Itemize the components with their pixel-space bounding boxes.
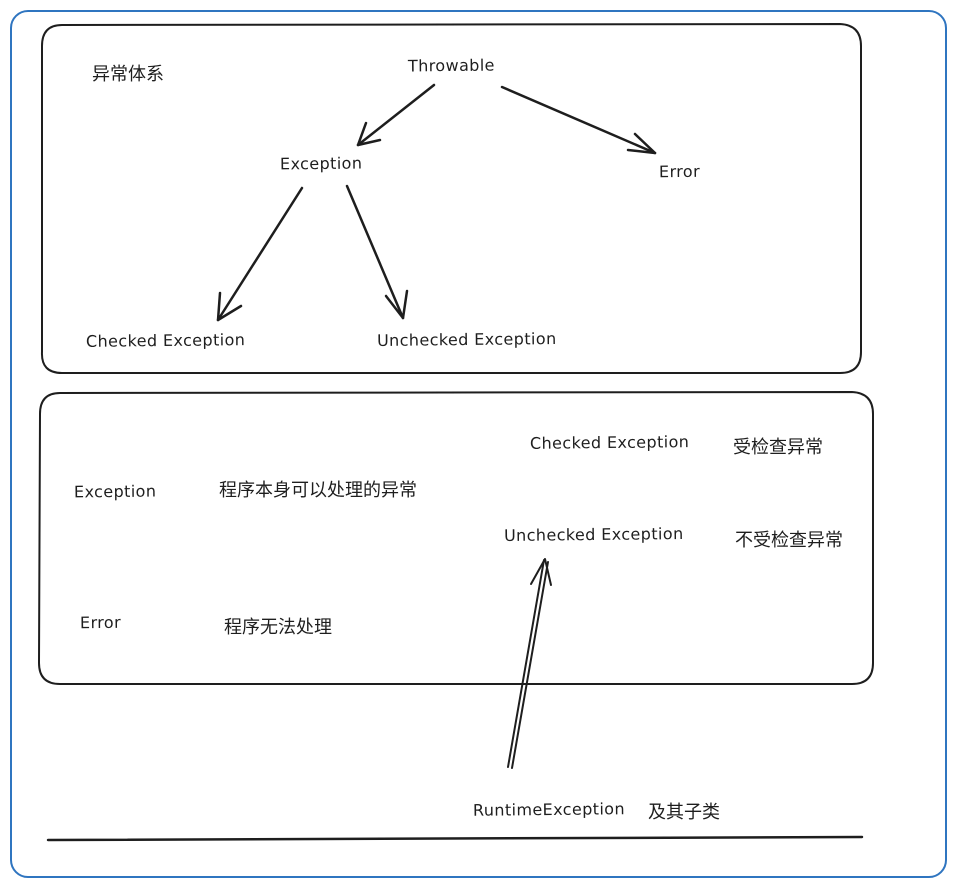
- canvas-frame: [10, 10, 947, 878]
- node-throwable[interactable]: Throwable: [407, 55, 495, 76]
- node-error[interactable]: Error: [658, 161, 701, 182]
- arrow-exception-to-checked: [216, 186, 304, 322]
- hierarchy-title: 异常体系: [92, 64, 164, 85]
- legend-unchecked-term[interactable]: Unchecked Exception: [503, 524, 684, 545]
- arrow-throwable-to-error: [500, 85, 657, 155]
- runtime-exception-term[interactable]: RuntimeException: [472, 799, 626, 820]
- arrow-runtime-to-unchecked: [507, 558, 552, 769]
- legend-error-desc: 程序无法处理: [224, 617, 332, 638]
- legend-exception-term[interactable]: Exception: [73, 481, 157, 502]
- bottom-line: [46, 835, 864, 842]
- legend-checked-term[interactable]: Checked Exception: [529, 432, 690, 453]
- legend-error-term[interactable]: Error: [79, 612, 122, 633]
- legend-box[interactable]: [37, 390, 874, 685]
- node-exception[interactable]: Exception: [279, 153, 363, 174]
- legend-unchecked-desc: 不受检查异常: [735, 530, 843, 551]
- runtime-exception-desc: 及其子类: [648, 802, 720, 823]
- hierarchy-box[interactable]: [40, 22, 862, 374]
- legend-checked-desc: 受检查异常: [733, 437, 823, 458]
- arrow-throwable-to-exception: [356, 83, 436, 147]
- node-unchecked-exception[interactable]: Unchecked Exception: [376, 329, 557, 350]
- legend-exception-desc: 程序本身可以处理的异常: [219, 480, 417, 501]
- arrow-exception-to-unchecked: [345, 184, 409, 320]
- node-checked-exception[interactable]: Checked Exception: [85, 330, 246, 351]
